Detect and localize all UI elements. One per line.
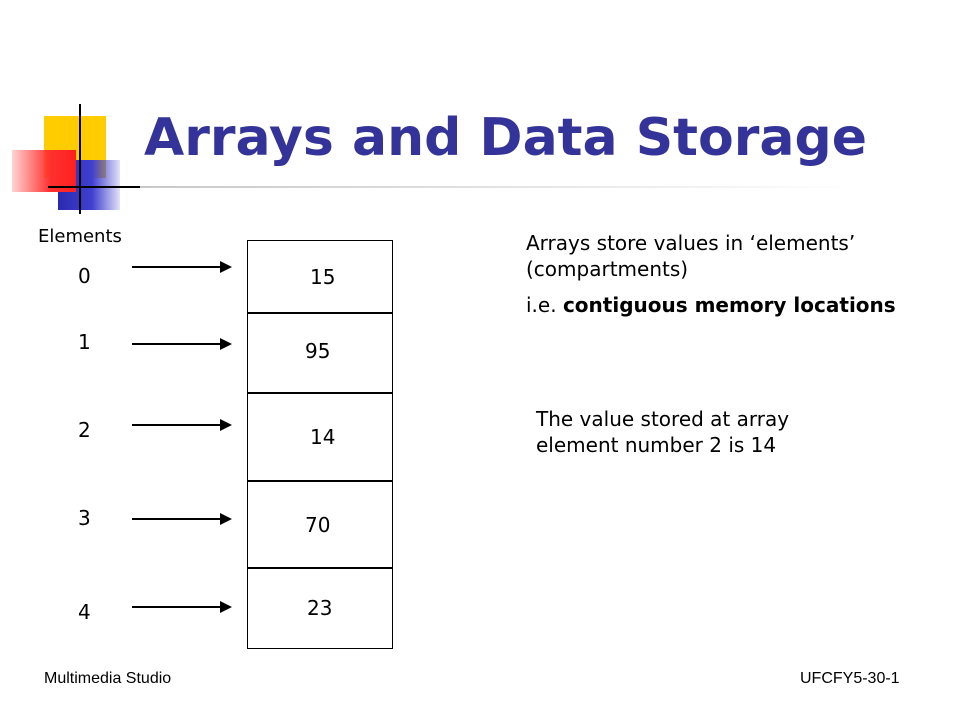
array-cell: 15: [247, 240, 393, 314]
index-label: 4: [78, 600, 91, 624]
decorative-logo: [0, 0, 160, 220]
footer-course-name: Multimedia Studio: [44, 670, 172, 687]
logo-horizontal-line: [48, 186, 160, 188]
title-underline: [140, 186, 860, 188]
cell-value: 70: [305, 513, 331, 537]
description-emphasis: contiguous memory locations: [562, 293, 896, 317]
index-arrow: [132, 601, 232, 613]
description-line: Arrays store values in ‘elements’: [526, 231, 856, 255]
index-arrow: [132, 338, 232, 350]
index-label: 3: [78, 506, 91, 530]
index-label: 2: [78, 418, 91, 442]
elements-heading: Elements: [38, 226, 122, 247]
description-line: i.e. contiguous memory locations: [526, 292, 896, 318]
logo-red-square: [12, 150, 76, 192]
index-label: 0: [78, 264, 91, 288]
array-cells: 15 95 14 70 23: [247, 240, 393, 649]
array-cell: 14: [247, 392, 393, 482]
footer-module-code: UFCFY5-30-1: [800, 670, 900, 687]
logo-vertical-line: [79, 104, 81, 214]
array-cell: 23: [247, 567, 393, 649]
description-line: (compartments): [526, 257, 689, 281]
cell-value: 95: [305, 339, 331, 363]
index-arrow: [132, 513, 232, 525]
note-line: The value stored at array: [536, 407, 790, 431]
index-arrow: [132, 261, 232, 273]
array-cell: 70: [247, 480, 393, 569]
cell-value: 14: [310, 425, 336, 449]
array-cell: 95: [247, 312, 393, 394]
note-line: element number 2 is 14: [536, 433, 777, 457]
index-arrow: [132, 419, 232, 431]
description-prefix: i.e.: [526, 293, 563, 317]
slide-title: Arrays and Data Storage: [144, 108, 867, 168]
example-note: The value stored at array element number…: [536, 406, 789, 458]
index-label: 1: [78, 330, 91, 354]
array-description: Arrays store values in ‘elements’ (compa…: [526, 230, 896, 318]
cell-value: 23: [307, 596, 333, 620]
cell-value: 15: [310, 265, 336, 289]
